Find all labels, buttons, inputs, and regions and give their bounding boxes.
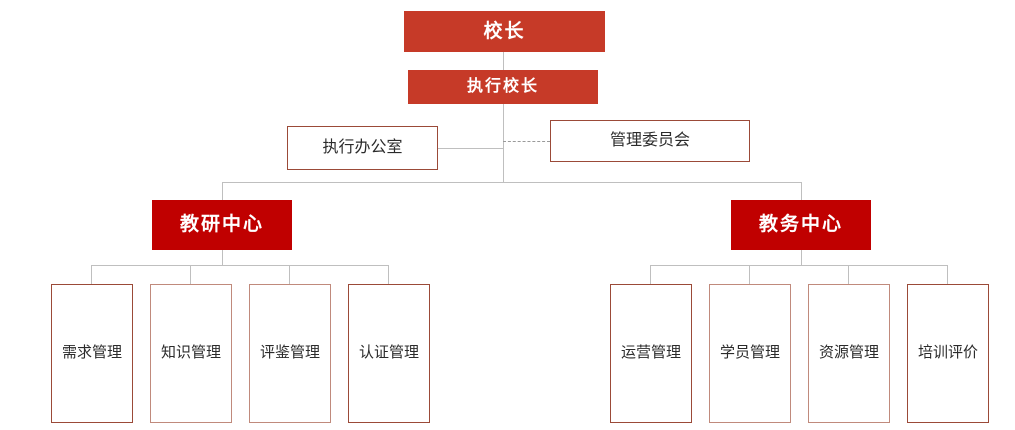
node-academic-child-3[interactable]: 资源管理 bbox=[808, 284, 890, 423]
node-academic-child-2-label: 学员管理 bbox=[719, 344, 780, 361]
node-research-child-2-label: 知识管理 bbox=[160, 344, 221, 361]
node-academic-child-2[interactable]: 学员管理 bbox=[709, 284, 791, 423]
node-executive-office[interactable]: 执行办公室 bbox=[287, 126, 438, 170]
connector-research-stem bbox=[222, 250, 223, 266]
connector-academic-drop-3 bbox=[848, 265, 849, 284]
node-research-child-3-label: 评鉴管理 bbox=[259, 344, 320, 361]
connector-exec-to-office bbox=[438, 148, 503, 149]
connector-research-drop-4 bbox=[388, 265, 389, 284]
node-research-child-4[interactable]: 认证管理 bbox=[348, 284, 430, 423]
node-principal[interactable]: 校长 bbox=[404, 11, 605, 52]
connector-dashed-to-committee bbox=[503, 141, 550, 142]
node-research-child-1[interactable]: 需求管理 bbox=[51, 284, 133, 423]
connector-research-drop-2 bbox=[190, 265, 191, 284]
node-academic-child-4-label: 培训评价 bbox=[917, 344, 978, 361]
node-research-child-4-label: 认证管理 bbox=[358, 344, 419, 361]
node-academic-child-3-label: 资源管理 bbox=[818, 344, 879, 361]
connector-centers-bar bbox=[222, 182, 802, 183]
node-research-child-3[interactable]: 评鉴管理 bbox=[249, 284, 331, 423]
connector-research-drop-1 bbox=[91, 265, 92, 284]
node-academic-child-4[interactable]: 培训评价 bbox=[907, 284, 989, 423]
node-management-committee-label: 管理委员会 bbox=[609, 131, 690, 149]
connector-principal-to-exec bbox=[503, 52, 504, 70]
node-executive-principal[interactable]: 执行校长 bbox=[408, 70, 598, 104]
connector-exec-trunk bbox=[503, 104, 504, 182]
connector-academic-stem bbox=[801, 250, 802, 266]
node-principal-label: 校长 bbox=[483, 20, 526, 42]
node-research-child-1-label: 需求管理 bbox=[61, 344, 122, 361]
connector-academic-drop-2 bbox=[749, 265, 750, 284]
connector-academic-bar bbox=[650, 265, 947, 266]
node-executive-principal-label: 执行校长 bbox=[466, 77, 539, 95]
node-executive-office-label: 执行办公室 bbox=[322, 138, 403, 156]
connector-research-drop-3 bbox=[289, 265, 290, 284]
node-research-child-2[interactable]: 知识管理 bbox=[150, 284, 232, 423]
node-academic-center[interactable]: 教务中心 bbox=[731, 200, 871, 250]
node-academic-child-1[interactable]: 运营管理 bbox=[610, 284, 692, 423]
connector-research-bar bbox=[91, 265, 388, 266]
connector-academic-drop-4 bbox=[947, 265, 948, 284]
node-academic-center-label: 教务中心 bbox=[758, 214, 843, 236]
connector-drop-research-center bbox=[222, 182, 223, 200]
connector-drop-academic-center bbox=[801, 182, 802, 200]
node-academic-child-1-label: 运营管理 bbox=[620, 344, 681, 361]
connector-academic-drop-1 bbox=[650, 265, 651, 284]
node-research-center[interactable]: 教研中心 bbox=[152, 200, 292, 250]
node-research-center-label: 教研中心 bbox=[179, 214, 264, 236]
node-management-committee[interactable]: 管理委员会 bbox=[550, 120, 750, 162]
